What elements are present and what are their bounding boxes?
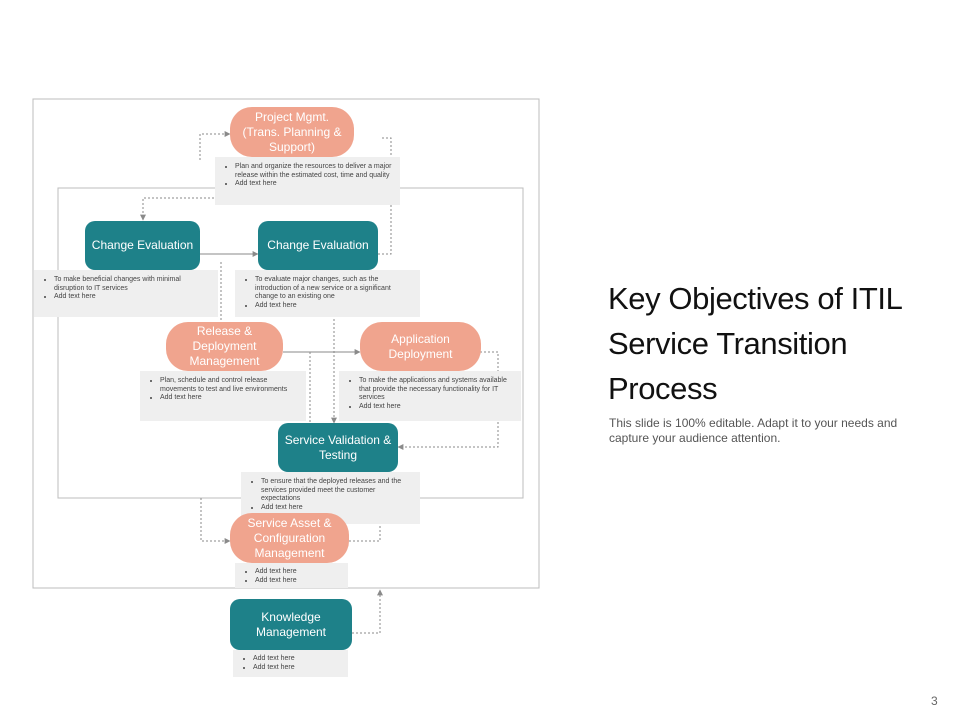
service-validation-bullet-1: To ensure that the deployed releases and… <box>261 478 412 504</box>
change-eval-right-node: Change Evaluation <box>258 221 378 270</box>
service-validation-bullet-2: Add text here <box>261 504 412 513</box>
change-eval-left-bullet-1: To make beneficial changes with minimal … <box>54 276 210 293</box>
change-eval-right-bullet-1: To evaluate major changes, such as the i… <box>255 276 412 302</box>
project-mgmt-bullet-1: Plan and organize the resources to deliv… <box>235 163 392 180</box>
service-asset-bullet-1: Add text here <box>255 568 340 577</box>
service-validation-label: Service Validation & Testing <box>284 432 392 462</box>
change-eval-right-bullet-2: Add text here <box>255 302 412 311</box>
connector-knowledge-up <box>352 589 383 634</box>
app-deploy-bullet-2: Add text here <box>359 403 513 412</box>
release-deploy-bullet-1: Plan, schedule and control release movem… <box>160 377 298 394</box>
service-asset-notes: Add text here Add text here <box>235 563 348 588</box>
project-mgmt-bullet-2: Add text here <box>235 180 392 189</box>
app-deploy-notes: To make the applications and systems ava… <box>339 371 521 421</box>
connector-to-service-asset <box>200 498 231 544</box>
change-eval-right-notes: To evaluate major changes, such as the i… <box>235 270 420 317</box>
connector-return-to-project <box>199 131 231 160</box>
change-eval-right-label: Change Evaluation <box>267 238 369 252</box>
knowledge-label: Knowledge Management <box>255 609 327 639</box>
project-mgmt-node: Project Mgmt. (Trans. Planning & Support… <box>230 107 354 157</box>
app-deploy-label: Application Deployment <box>388 331 453 361</box>
project-mgmt-notes: Plan and organize the resources to deliv… <box>215 157 400 205</box>
change-eval-left-notes: To make beneficial changes with minimal … <box>34 270 218 317</box>
connector-project-to-change-left <box>140 197 230 221</box>
knowledge-node: Knowledge Management <box>230 599 352 650</box>
release-deploy-node: Release & Deployment Management <box>166 322 283 371</box>
release-deploy-label: Release & Deployment Management <box>189 324 260 368</box>
release-deploy-notes: Plan, schedule and control release movem… <box>140 371 306 421</box>
service-asset-bullet-2: Add text here <box>255 577 340 586</box>
service-asset-label: Service Asset & Configuration Management <box>247 515 332 560</box>
knowledge-bullet-2: Add text here <box>253 664 340 673</box>
change-eval-left-node: Change Evaluation <box>85 221 200 270</box>
project-mgmt-label: Project Mgmt. (Trans. Planning & Support… <box>242 109 342 154</box>
page-number: 3 <box>931 694 938 708</box>
page-title: Key Objectives of ITIL Service Transitio… <box>608 281 902 406</box>
knowledge-notes: Add text here Add text here <box>233 650 348 677</box>
service-validation-node: Service Validation & Testing <box>278 423 398 472</box>
change-eval-left-bullet-2: Add text here <box>54 293 210 302</box>
app-deploy-node: Application Deployment <box>360 322 481 371</box>
connector-project-to-change-right <box>378 137 392 255</box>
page-subtitle: This slide is 100% editable. Adapt it to… <box>609 416 898 445</box>
release-deploy-bullet-2: Add text here <box>160 394 298 403</box>
app-deploy-bullet-1: To make the applications and systems ava… <box>359 377 513 403</box>
service-asset-node: Service Asset & Configuration Management <box>230 513 349 563</box>
connector-asset-right <box>349 520 381 542</box>
change-eval-left-label: Change Evaluation <box>91 238 194 252</box>
knowledge-bullet-1: Add text here <box>253 655 340 664</box>
